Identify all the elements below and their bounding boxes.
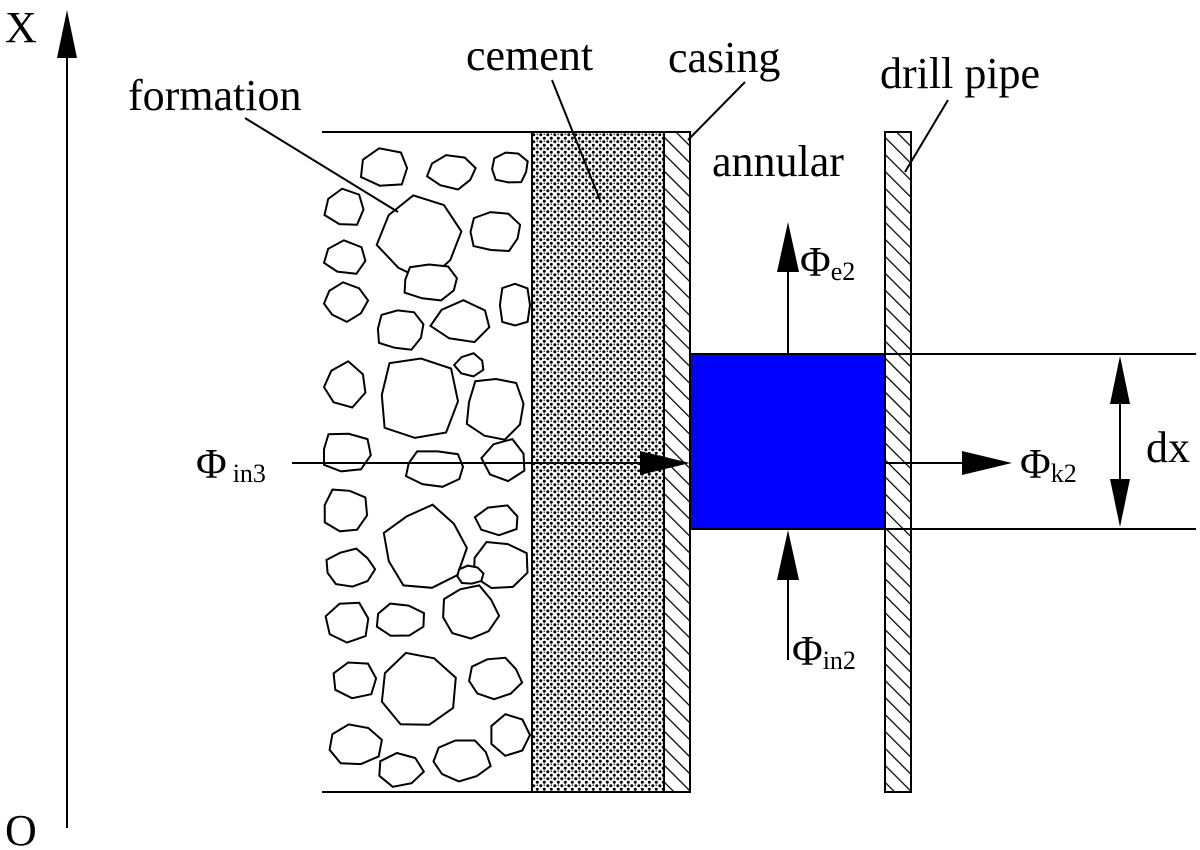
- flux-in2-arrow: [777, 530, 799, 660]
- rock-fragment: [425, 154, 477, 191]
- rock-fragment: [442, 584, 501, 640]
- rock-fragment: [465, 377, 525, 441]
- axis-label-x: X: [5, 3, 37, 52]
- formation-rocks: [322, 147, 532, 788]
- formation-leader-line: [244, 117, 399, 213]
- rock-fragment: [468, 656, 524, 701]
- rock-fragment: [324, 601, 370, 644]
- rock-fragment: [472, 540, 529, 590]
- axis-label-origin: O: [5, 806, 37, 850]
- rock-fragment: [359, 147, 409, 187]
- flux-k2-label: Φk2: [1020, 442, 1077, 488]
- rock-fragment: [322, 360, 367, 409]
- rock-fragment: [332, 661, 378, 700]
- rock-fragment: [380, 651, 457, 726]
- drill-pipe-leader-line: [904, 99, 949, 173]
- rock-fragment: [452, 352, 485, 378]
- dx-label: dx: [1146, 423, 1190, 472]
- rock-fragment: [380, 357, 460, 439]
- rock-fragment: [382, 503, 468, 589]
- casing-label: casing: [668, 33, 780, 82]
- rock-fragment: [456, 564, 485, 585]
- rock-fragment: [429, 299, 491, 344]
- rock-fragment: [491, 151, 529, 184]
- rock-fragment: [323, 187, 365, 226]
- rock-fragment: [403, 263, 458, 302]
- rock-fragment: [376, 309, 425, 351]
- rock-fragment: [322, 281, 370, 324]
- cement-label: cement: [466, 31, 593, 80]
- flux-in3-arrow: [292, 451, 690, 475]
- rock-fragment: [323, 432, 372, 473]
- cement-leader-line: [551, 79, 601, 201]
- flux-k2-arrow: [885, 451, 1012, 475]
- rock-fragment: [375, 602, 426, 637]
- rock-fragment: [432, 739, 492, 783]
- rock-fragment: [490, 713, 532, 757]
- x-axis: X O: [5, 3, 77, 850]
- rock-fragment: [325, 547, 377, 588]
- x-axis-arrowhead: [57, 10, 77, 58]
- rock-fragment: [480, 437, 526, 483]
- rock-fragment: [404, 450, 465, 488]
- rock-fragment: [498, 282, 532, 327]
- dx-dimension-arrow: [1110, 356, 1130, 527]
- formation-label: formation: [128, 71, 302, 120]
- rock-fragment: [322, 239, 367, 275]
- drill-pipe-label: drill pipe: [880, 49, 1040, 98]
- rock-fragment: [378, 751, 426, 788]
- rock-fragment: [473, 504, 519, 537]
- annular-control-volume: [689, 353, 886, 530]
- flux-e2-arrow: [777, 222, 799, 354]
- annular-label: annular: [712, 137, 844, 186]
- rock-fragment: [469, 211, 522, 253]
- flux-e2-label: Φe2: [800, 240, 855, 286]
- rock-fragment: [323, 488, 369, 533]
- rock-fragment: [328, 723, 383, 766]
- flux-in2-label: Φin2: [792, 629, 856, 675]
- casing-leader-line: [687, 81, 746, 141]
